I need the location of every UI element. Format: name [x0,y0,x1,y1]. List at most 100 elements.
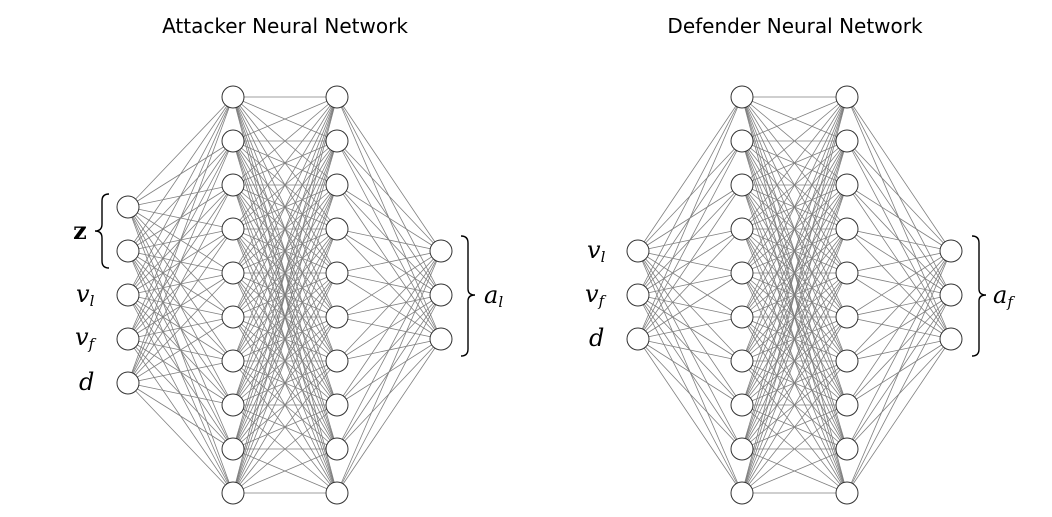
attacker-node-layer0-1 [116,239,140,263]
attacker-edge-l1-1-0 [232,96,338,142]
defender-node-layer1-4 [730,261,754,285]
defender-node-layer3-0 [939,239,963,263]
defender-edge-l0-0-0 [637,96,743,252]
defender-edge-l0-2-0 [637,96,743,340]
defender-edge-l1-9-0 [741,96,848,494]
attacker-edge-l1-9-7 [232,404,338,494]
defender-edge-l2-1-0 [846,140,952,252]
attacker-node-layer0-3 [116,327,140,351]
attacker-edge-l1-8-0 [232,96,338,450]
defender-node-layer0-1 [626,283,650,307]
defender-edge-l2-6-0 [846,250,952,362]
defender-node-layer0-2 [626,327,650,351]
attacker-edge-l0-4-8 [127,382,234,450]
defender-node-layer1-9 [730,481,754,505]
attacker-node-layer2-8 [325,437,349,461]
defender-node-layer2-2 [835,173,859,197]
attacker-network-title: Attacker Neural Network [162,14,408,38]
defender-edge-l1-7-0 [741,96,848,406]
attacker-node-layer1-7 [221,393,245,417]
defender-node-layer1-2 [730,173,754,197]
attacker-nodes [116,85,453,505]
defender-edge-l0-2-9 [637,338,743,494]
defender-edge-l2-4-0 [846,250,952,274]
defender-edge-l1-9-7 [741,404,848,494]
defender-node-layer2-6 [835,349,859,373]
attacker-node-layer0-4 [116,371,140,395]
defender-edge-l0-2-1 [637,140,743,340]
attacker-edge-l1-2-0 [232,96,338,186]
attacker-node-layer1-3 [221,217,245,241]
attacker-input-group-brace [94,193,110,269]
defender-edge-l0-1-0 [637,96,743,296]
defender-node-layer2-9 [835,481,859,505]
defender-edge-l1-9-2 [741,184,848,494]
defender-node-layer2-7 [835,393,859,417]
defender-input-label-vl: vl [587,236,606,266]
defender-edge-l1-4-0 [741,96,848,274]
attacker-edge-l2-3-0 [336,228,442,252]
attacker-edge-l0-4-9 [127,382,234,494]
defender-edge-l1-9-3 [741,228,848,494]
attacker-node-layer1-1 [221,129,245,153]
defender-edge-l0-2-7 [637,338,743,406]
attacker-node-layer1-9 [221,481,245,505]
defender-output-brace [971,235,987,357]
defender-edge-l0-2-5 [637,316,743,340]
attacker-input-label-vf: vf [75,323,97,353]
attacker-edge-l2-1-0 [336,140,442,252]
defender-edge-l1-2-0 [741,96,848,186]
defender-node-layer1-8 [730,437,754,461]
attacker-edges [127,96,442,494]
defender-nodes [626,85,963,505]
attacker-edge-l1-9-1 [232,140,338,494]
defender-node-layer1-3 [730,217,754,241]
attacker-node-layer2-7 [325,393,349,417]
defender-edge-l1-9-8 [741,448,848,494]
attacker-node-layer2-4 [325,261,349,285]
defender-node-layer0-0 [626,239,650,263]
attacker-edge-l0-4-1 [127,140,234,384]
attacker-node-layer2-1 [325,129,349,153]
attacker-node-layer2-0 [325,85,349,109]
attacker-output-brace [460,235,476,357]
attacker-output-label: al [484,281,503,311]
defender-node-layer1-0 [730,85,754,109]
attacker-edge-l2-2-0 [336,184,442,252]
defender-edges [637,96,952,494]
defender-edge-l2-3-0 [846,228,952,252]
defender-edge-l2-7-0 [846,250,952,406]
attacker-network-panel: Attacker Neural Network z vl vf d al [73,14,503,505]
attacker-edge-l2-4-0 [336,250,442,274]
defender-edge-l1-1-0 [741,96,848,142]
attacker-edge-l1-9-2 [232,184,338,494]
attacker-edge-l2-0-0 [336,96,442,252]
defender-edge-l0-2-3 [637,228,743,340]
attacker-node-layer3-0 [429,239,453,263]
attacker-edge-l1-9-4 [232,272,338,494]
attacker-node-layer1-8 [221,437,245,461]
attacker-input-label-d: d [79,368,94,396]
attacker-edge-l1-5-0 [232,96,338,318]
attacker-node-layer2-9 [325,481,349,505]
defender-node-layer1-7 [730,393,754,417]
attacker-edge-l0-4-5 [127,316,234,384]
defender-edge-l1-8-0 [741,96,848,450]
attacker-node-layer2-5 [325,305,349,329]
defender-edge-l0-2-2 [637,184,743,340]
defender-labels: vl vf d af [585,235,1015,357]
defender-node-layer1-6 [730,349,754,373]
defender-edge-l1-6-0 [741,96,848,362]
attacker-edge-l2-9-0 [336,250,442,494]
defender-edge-l2-5-0 [846,250,952,318]
attacker-edge-l0-1-0 [127,96,234,252]
attacker-edge-l0-4-6 [127,360,234,384]
defender-node-layer1-1 [730,129,754,153]
defender-edge-l2-9-1 [846,294,952,494]
defender-node-layer3-2 [939,327,963,351]
attacker-edge-l1-3-0 [232,96,338,230]
defender-edge-l1-9-6 [741,360,848,494]
attacker-edge-l0-3-0 [127,96,234,340]
defender-edge-l1-9-4 [741,272,848,494]
defender-node-layer2-5 [835,305,859,329]
